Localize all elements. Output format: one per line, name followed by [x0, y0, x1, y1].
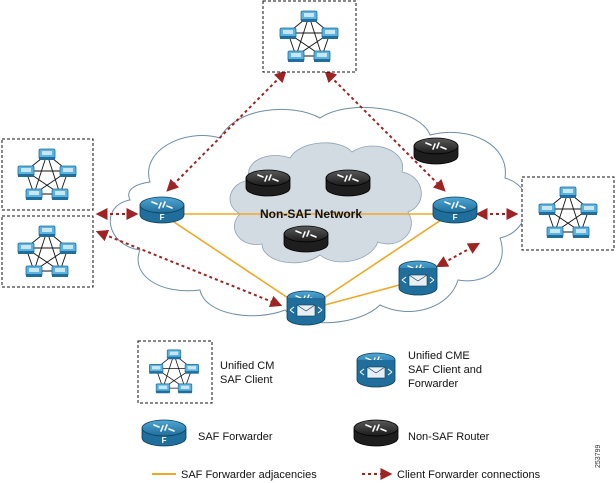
legend-cme-label-3: Forwarder [408, 378, 458, 390]
legend-cme-label-1: Unified CME [408, 350, 470, 362]
legend-cme-icon [356, 352, 396, 388]
legend: Unified CM SAF Client Unified CME SAF Cl… [137, 340, 541, 481]
legend-ucm-label-2: SAF Client [220, 374, 273, 386]
ucm-cluster-top [262, 0, 357, 73]
nonsaf-router [325, 169, 371, 197]
cme-router-bottom [286, 290, 326, 326]
legend-ucm-icon [137, 340, 213, 404]
legend-nonsaf-label: Non-SAF Router [408, 431, 490, 443]
nonsaf-router [283, 225, 329, 253]
legend-forwarder-label: SAF Forwarder [198, 431, 273, 443]
nonsaf-router [245, 169, 291, 197]
client-connection-lines [95, 70, 519, 307]
legend-cme-label-2: SAF Client and [408, 364, 482, 376]
ucm-cluster-right [521, 176, 615, 251]
ucm-cluster-left-lower [1, 215, 94, 288]
figure-id: 253799 [595, 445, 602, 468]
legend-ucm-label-1: Unified CM [220, 360, 274, 372]
saf-forwarder-right [432, 196, 478, 224]
network-label: Non-SAF Network [260, 207, 362, 221]
legend-forwarder-icon [141, 419, 187, 447]
saf-forwarder-left [139, 196, 185, 224]
legend-client-conn-label: Client Forwarder connections [397, 469, 541, 481]
legend-adjacency-label: SAF Forwarder adjacencies [181, 469, 317, 481]
cme-router-right [398, 260, 438, 296]
nonsaf-router [413, 137, 459, 165]
ucm-cluster-left-upper [1, 138, 94, 211]
legend-nonsaf-icon [353, 419, 399, 447]
